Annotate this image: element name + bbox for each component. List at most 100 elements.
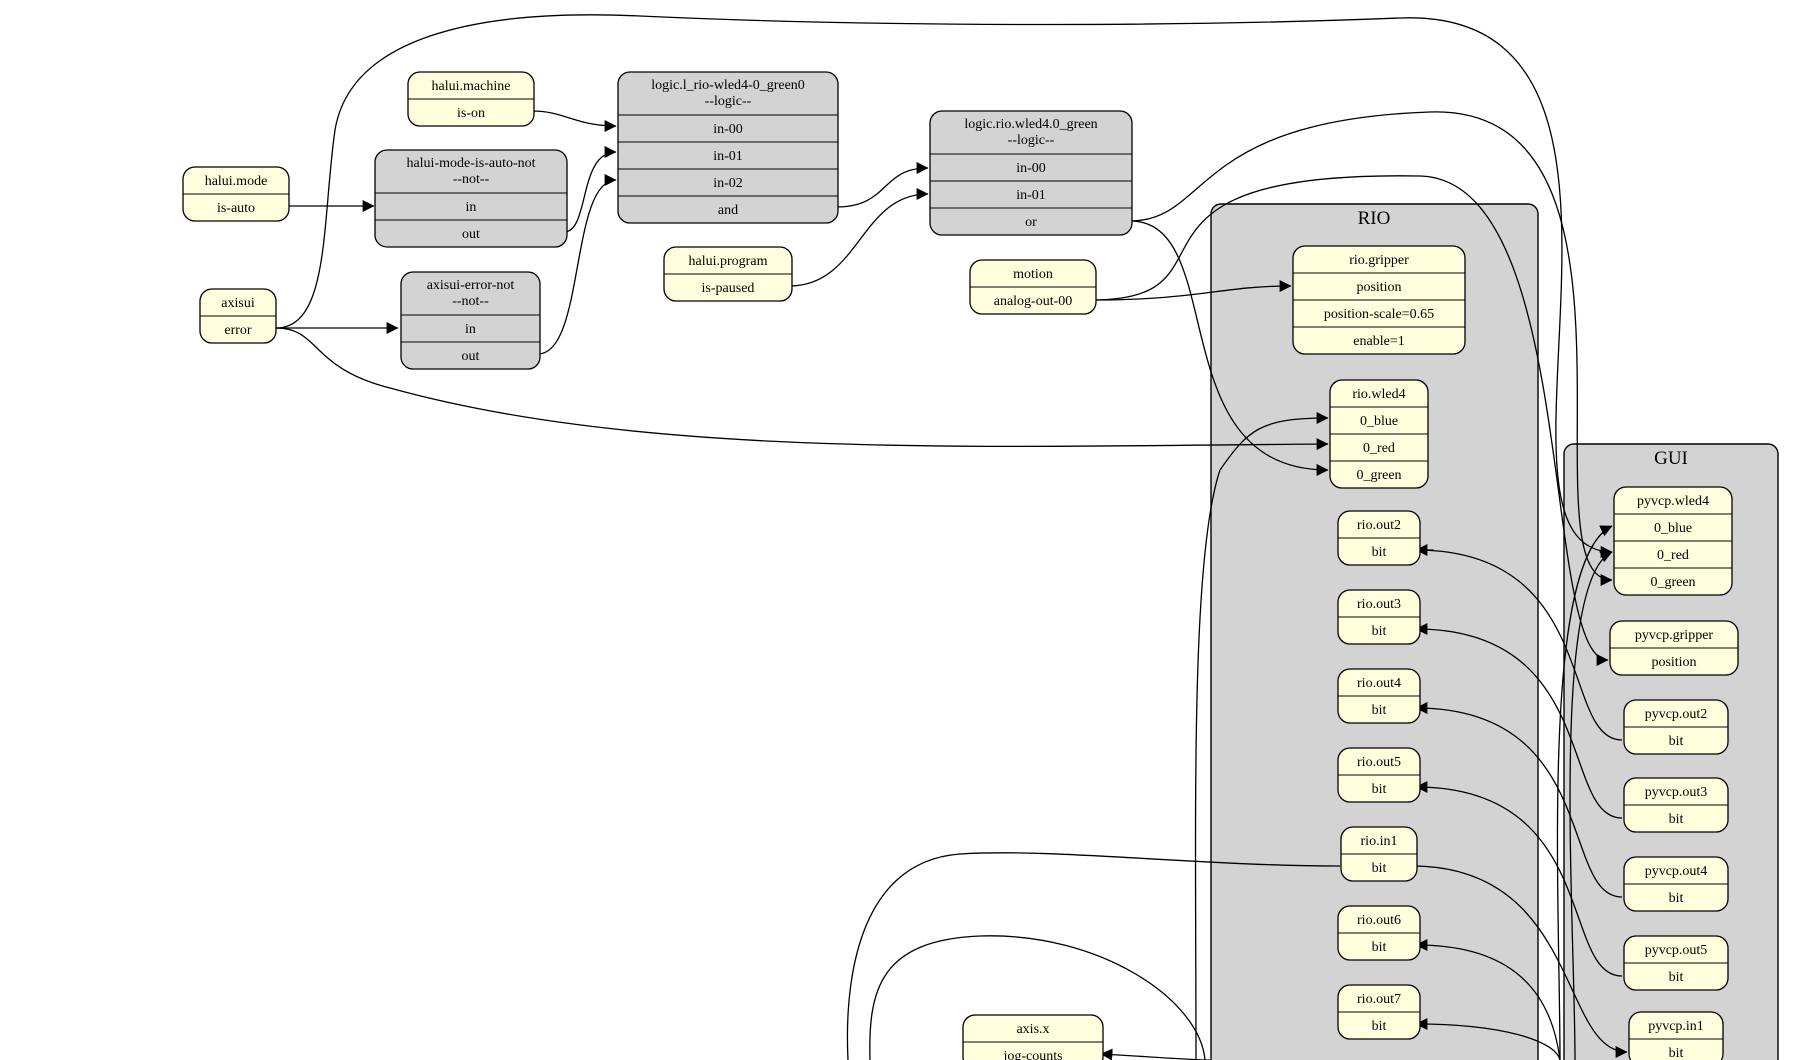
- edge-pyvcp-out4-to-rio-out4: [1415, 702, 1623, 898]
- node-logic-rio-green: logic.rio.wled4.0_green--logic-- in-00 in-…: [929, 110, 1133, 236]
- edge-or-to-rio-wled-green: [1129, 220, 1329, 476]
- edge-to-axis-jog-counts: [1100, 1048, 1211, 1060]
- edge-program-paused-to-or-in01: [788, 188, 929, 287]
- port-or: or: [1025, 215, 1037, 230]
- edge-error-not-out-to-and-in02: [537, 174, 617, 355]
- cluster-gui-label: GUI: [1654, 448, 1688, 469]
- port-position-scale-0-65: position-scale=0.65: [1324, 307, 1434, 322]
- port-0-red: 0_red: [1363, 441, 1395, 456]
- port-bit: bit: [1372, 703, 1387, 718]
- node-title: axis.x: [1016, 1022, 1049, 1037]
- node-rio-out3: rio.out3 bit: [1337, 589, 1421, 645]
- node-title: pyvcp.wled4: [1637, 494, 1709, 509]
- port-bit: bit: [1372, 624, 1387, 639]
- edge-rio-in1-to-pyvcp-in1: [1411, 865, 1628, 1058]
- port-is-paused: is-paused: [702, 281, 755, 296]
- node-title: halui-mode-is-auto-not: [406, 156, 535, 171]
- node-title: rio.out6: [1357, 913, 1401, 928]
- node-pyvcp-gripper: pyvcp.gripper position: [1609, 620, 1739, 676]
- edge-gui-wled-side: [1569, 551, 1613, 1060]
- port-0-green: 0_green: [1650, 575, 1695, 590]
- node-title: logic.rio.wled4.0_green: [964, 117, 1097, 132]
- node-rio-out6: rio.out6 bit: [1337, 905, 1421, 961]
- node-title: pyvcp.out2: [1645, 707, 1708, 722]
- port-out: out: [462, 227, 480, 242]
- node-title: rio.gripper: [1349, 253, 1409, 268]
- port-in-00: in-00: [713, 122, 743, 137]
- port-and: and: [718, 203, 738, 218]
- edge-mode-not-out-to-and-in01: [563, 146, 617, 233]
- port-error: error: [224, 323, 252, 338]
- port-enable-1: enable=1: [1353, 334, 1404, 349]
- edge-axis-jog-return: [869, 935, 1206, 1060]
- port-0-green: 0_green: [1356, 468, 1401, 483]
- port-bit: bit: [1372, 545, 1387, 560]
- node-pyvcp-out4: pyvcp.out4 bit: [1623, 856, 1729, 912]
- node-title: pyvcp.out4: [1645, 864, 1708, 879]
- edge-pyvcp-out5-to-rio-out5: [1415, 781, 1623, 977]
- node-subtitle: --logic--: [1008, 133, 1055, 148]
- port-position: position: [1356, 280, 1401, 295]
- edge-or-to-pyvcp-wled-green: [1129, 111, 1613, 586]
- node-axis-x: axis.x jog-counts: [962, 1014, 1104, 1060]
- port-bit: bit: [1669, 891, 1684, 906]
- node-title: pyvcp.gripper: [1635, 628, 1713, 643]
- port-position: position: [1651, 655, 1696, 670]
- node-title: rio.in1: [1361, 834, 1398, 849]
- node-title: pyvcp.in1: [1648, 1019, 1704, 1034]
- port-bit: bit: [1372, 1019, 1387, 1034]
- signal-edges: [275, 14, 1628, 1060]
- port-0-blue: 0_blue: [1654, 521, 1692, 536]
- node-title: motion: [1013, 267, 1053, 282]
- port-out: out: [462, 349, 480, 364]
- edge-motion-to-rio-gripper: [1091, 280, 1292, 301]
- edge-pyvcp-wled-blue-in: [1556, 525, 1613, 1060]
- node-title: halui.mode: [205, 174, 268, 189]
- node-axisui: axisui error: [199, 288, 277, 344]
- edge-and-out-to-or-in00: [835, 162, 929, 208]
- node-logic-rio-green0: logic.l_rio-wled4-0_green0--logic-- in-00…: [617, 71, 839, 224]
- node-halui-mode: halui.mode is-auto: [182, 166, 290, 222]
- port-is-auto: is-auto: [217, 201, 255, 216]
- node-title: rio.out7: [1357, 992, 1401, 1007]
- node-pyvcp-out3: pyvcp.out3 bit: [1623, 777, 1729, 833]
- port-in-02: in-02: [713, 176, 743, 191]
- port-0-red: 0_red: [1657, 548, 1689, 563]
- node-title: rio.out5: [1357, 755, 1401, 770]
- node-pyvcp-out2: pyvcp.out2 bit: [1623, 699, 1729, 755]
- port-in-00: in-00: [1016, 161, 1046, 176]
- port-in-01: in-01: [713, 149, 743, 164]
- node-title: rio.wled4: [1352, 387, 1405, 402]
- node-title: rio.out3: [1357, 597, 1401, 612]
- node-subtitle: --logic--: [705, 94, 752, 109]
- port-jog-counts: jog-counts: [1002, 1049, 1062, 1060]
- node-rio-out7: rio.out7 bit: [1337, 984, 1421, 1040]
- port-in-01: in-01: [1016, 188, 1046, 203]
- port-bit: bit: [1669, 734, 1684, 749]
- node-rio-out5: rio.out5 bit: [1337, 747, 1421, 803]
- cluster-rio-label: RIO: [1358, 208, 1391, 229]
- node-title: axisui: [221, 296, 255, 311]
- node-title: pyvcp.out5: [1645, 943, 1708, 958]
- port-bit: bit: [1669, 812, 1684, 827]
- node-title: axisui-error-not: [427, 278, 515, 293]
- edge-pyvcp-out2-to-rio-out2: [1415, 544, 1623, 741]
- port-bit: bit: [1669, 1046, 1684, 1060]
- port-bit: bit: [1372, 782, 1387, 797]
- port-bit: bit: [1372, 940, 1387, 955]
- edge-axisui-error-to-pyvcp-wled-red: [275, 14, 1613, 558]
- node-title: logic.l_rio-wled4-0_green0: [651, 78, 805, 93]
- edge-rio-in1-to-axis-jog: [846, 852, 1341, 1060]
- node-title: pyvcp.out3: [1645, 785, 1708, 800]
- node-subtitle: --not--: [452, 294, 489, 309]
